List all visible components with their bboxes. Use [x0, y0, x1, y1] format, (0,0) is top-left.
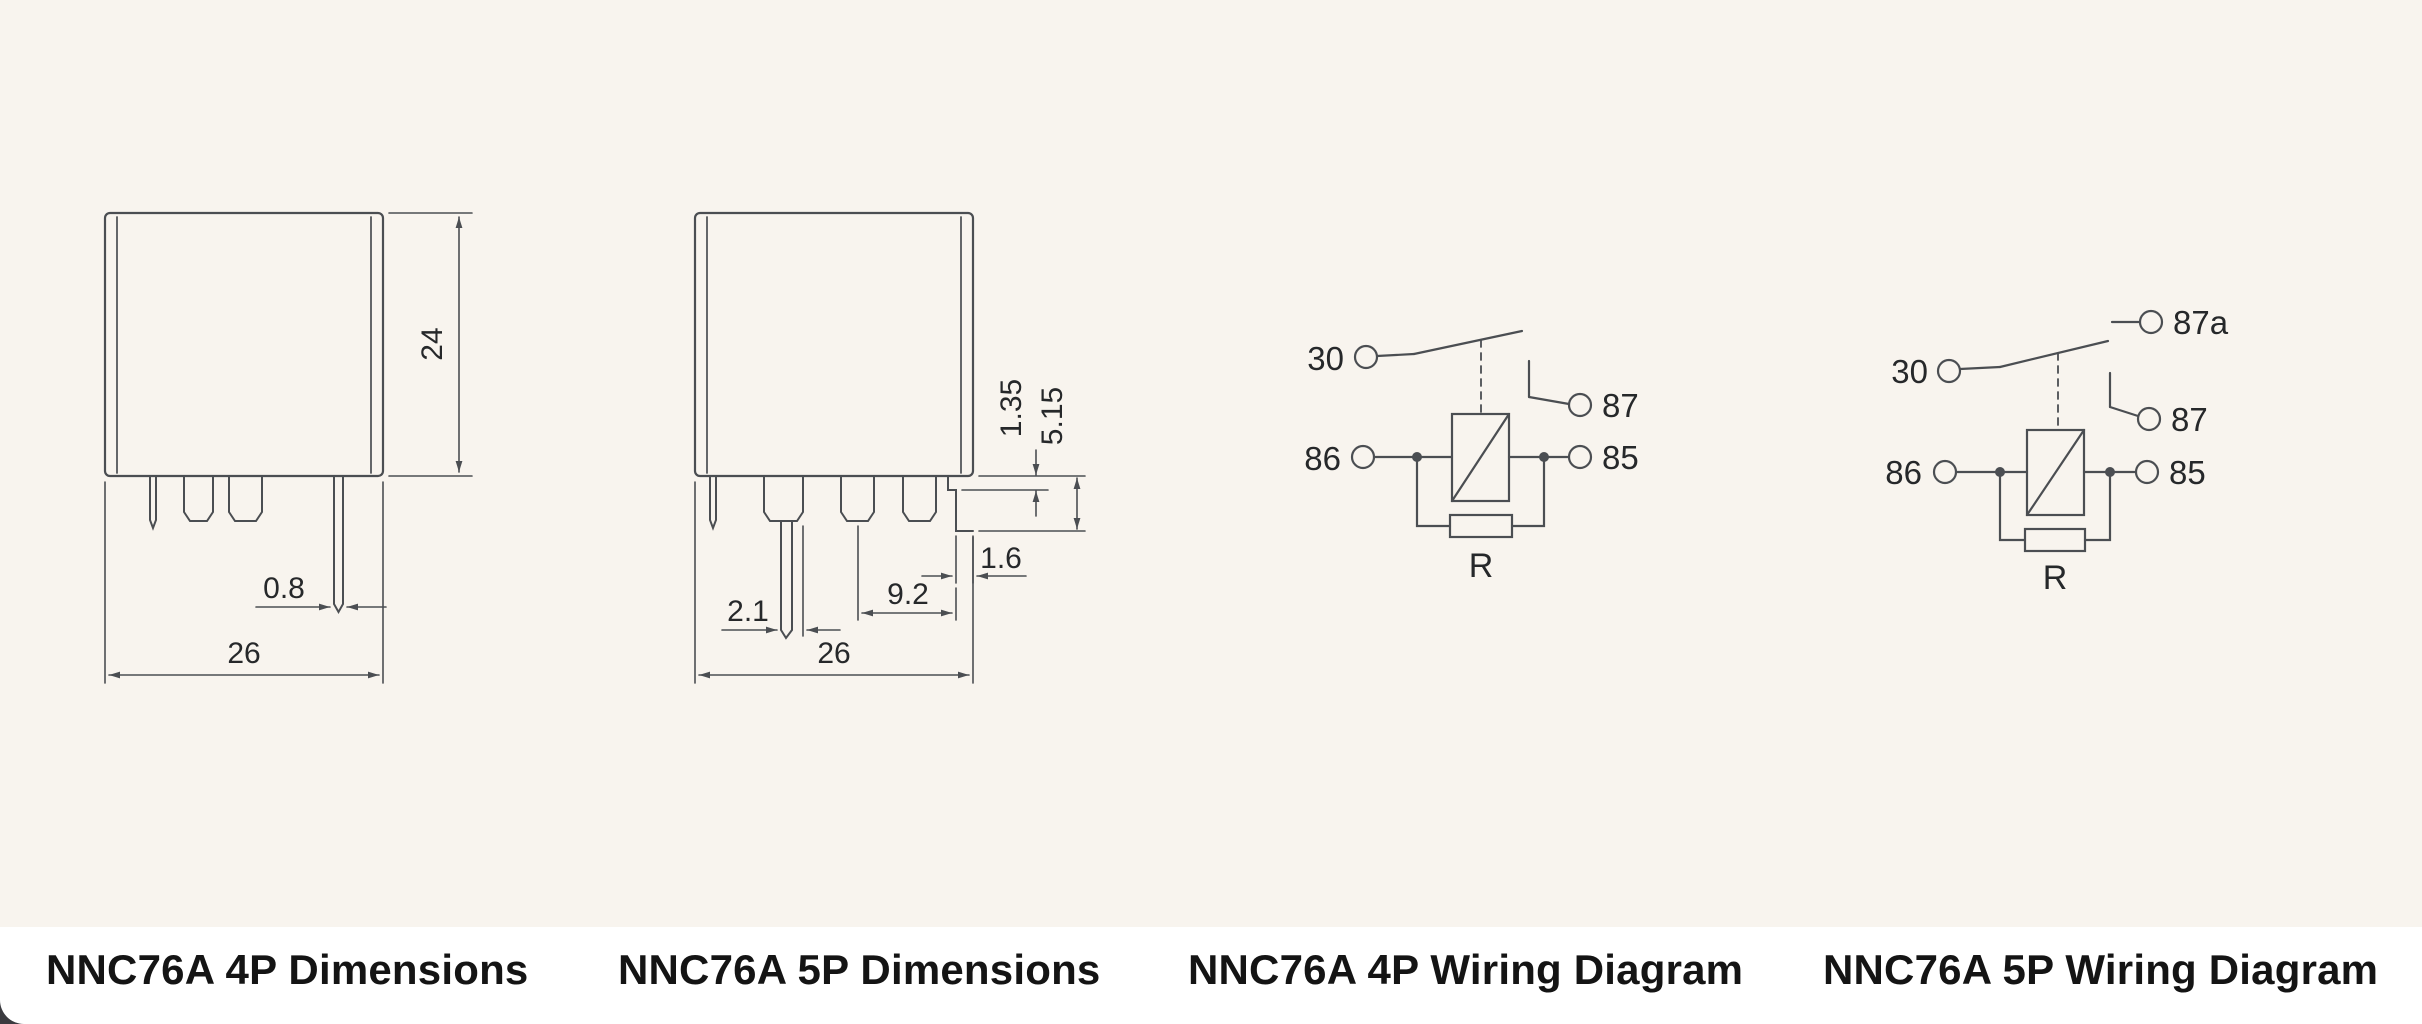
terminal-30-circle-5p [1936, 358, 1962, 384]
caption-5p-wiring: NNC76A 5P Wiring Diagram [1823, 946, 2379, 993]
terminal-87-circle-5p [2136, 406, 2162, 432]
dim-label-1-35: 1.35 [995, 379, 1028, 437]
relay-5p-side-tab [947, 475, 974, 532]
switch-blade-5p [1998, 339, 2110, 369]
dim-label-1-6: 1.6 [980, 542, 1022, 575]
terminal-86-label-4p: 86 [1304, 440, 1341, 477]
relay-5p-dim-9-2 [857, 525, 957, 621]
wiring-diagram-4p: 30 87 86 85 R [1304, 329, 1639, 585]
terminal-87-label-4p: 87 [1602, 387, 1639, 424]
terminal-87-circle-4p [1567, 392, 1593, 418]
caption-band: NNC76A 4P Dimensions NNC76A 5P Dimension… [0, 927, 2422, 1024]
terminal-86-label-5p: 86 [1885, 454, 1922, 491]
relay-4p-dimension-drawing: 24 0.8 26 [103, 211, 473, 684]
dim-label-0-8: 0.8 [263, 572, 305, 605]
terminal-30-label-5p: 30 [1891, 353, 1928, 390]
relay-5p-dim-2-1 [721, 525, 841, 637]
wiring-diagram-5p: 30 87a 87 86 85 R [1885, 304, 2228, 597]
relay-5p-dim-right [961, 449, 1086, 532]
dim-label-5-15: 5.15 [1036, 387, 1069, 445]
terminal-87-label-5p: 87 [2171, 401, 2208, 438]
relay-5p-pins [709, 475, 974, 640]
dim-label-9-2: 9.2 [887, 578, 929, 611]
caption-5p-dimensions: NNC76A 5P Dimensions [618, 946, 1101, 993]
switch-blade-4p [1412, 329, 1524, 356]
terminal-86-circle-5p [1932, 459, 1958, 485]
resistor-label-5p: R [2043, 559, 2068, 597]
dim-label-26-5p: 26 [817, 637, 850, 670]
relay-5p-dimension-drawing: 1.35 5.15 1.6 9.2 2.1 26 [693, 211, 1086, 684]
terminal-85-circle-4p [1567, 444, 1593, 470]
resistor-box-5p [2023, 527, 2087, 553]
resistor-box-4p [1448, 513, 1514, 539]
relay-4p-housing [103, 211, 385, 478]
relay-5p-dim-width [694, 481, 974, 684]
relay-4p-dim-height [388, 212, 473, 477]
terminal-85-label-4p: 85 [1602, 439, 1639, 476]
dim-label-26-4p: 26 [227, 637, 260, 670]
terminal-85-label-5p: 85 [2169, 454, 2206, 491]
terminal-87a-circle-5p [2138, 309, 2164, 335]
diagram-svg: 24 0.8 26 [103, 211, 2229, 684]
caption-4p-wiring: NNC76A 4P Wiring Diagram [1188, 946, 1744, 993]
relay-4p-dim-width [104, 481, 384, 684]
caption-4p-dimensions: NNC76A 4P Dimensions [46, 946, 529, 993]
relay-5p-housing [693, 211, 975, 478]
dim-label-2-1: 2.1 [727, 595, 769, 628]
dim-label-24: 24 [416, 327, 449, 360]
terminal-30-label-4p: 30 [1307, 340, 1344, 377]
terminal-87a-label-5p: 87a [2173, 304, 2229, 341]
relay-4p-pins [149, 475, 344, 615]
terminal-30-circle-4p [1353, 344, 1379, 370]
terminal-86-circle-4p [1350, 444, 1376, 470]
terminal-85-circle-5p [2134, 459, 2160, 485]
resistor-label-4p: R [1469, 547, 1494, 585]
